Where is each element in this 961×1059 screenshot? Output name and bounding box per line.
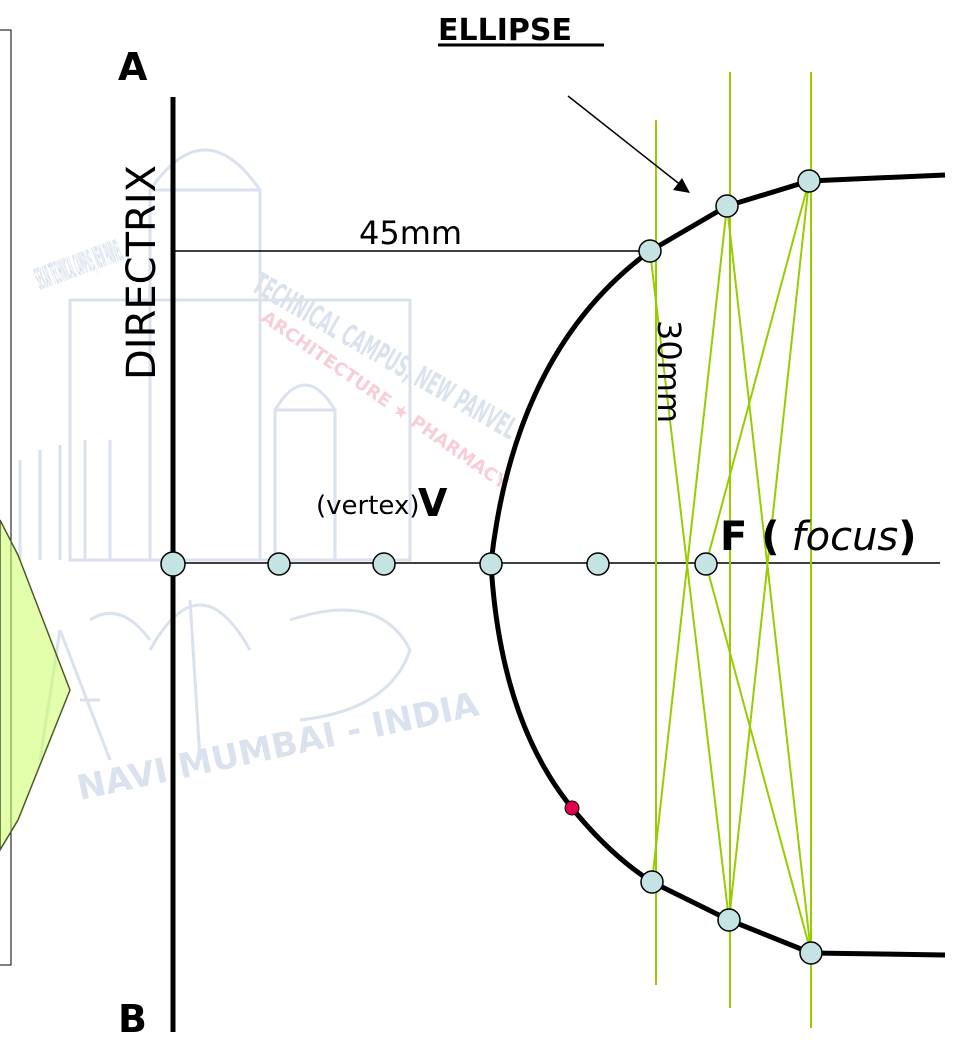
label-focus: F (focus) [720, 514, 917, 560]
label-vertex-text: (vertex) [316, 491, 419, 521]
arrow-head [673, 178, 690, 193]
label-b: B [118, 997, 147, 1041]
label-vertex-letter: V [418, 481, 448, 525]
label-30mm: 30mm [650, 320, 688, 423]
point-vertex [479, 552, 503, 576]
axis-point-1 [267, 552, 291, 576]
construction-lines [649, 72, 812, 1028]
axis-point-3 [586, 552, 610, 576]
point-directrix-axis [160, 551, 186, 577]
special-point [564, 800, 580, 816]
label-a: A [118, 45, 148, 89]
ellipse-curve [488, 172, 946, 958]
axis-points [160, 551, 718, 577]
curve-points [638, 169, 823, 965]
title: ELLIPSE [438, 13, 572, 48]
left-banner [0, 29, 71, 966]
watermark-text-bottom: NAVI MUMBAI - INDIA [74, 684, 484, 808]
axis-point-2 [372, 552, 396, 576]
ellipse-pointer-arrow [567, 95, 683, 187]
watermark-text-arc: TECHNICAL CAMPUS, NEW PANVEL [246, 267, 523, 447]
watermark-text-left: SEKAR TECHNICAL CAMPUS, NEW PANVEL [31, 234, 128, 298]
directrix-label: DIRECTRIX [119, 165, 165, 380]
watermark-building [18, 148, 412, 761]
label-45mm: 45mm [359, 214, 462, 252]
point-focus [694, 552, 718, 576]
